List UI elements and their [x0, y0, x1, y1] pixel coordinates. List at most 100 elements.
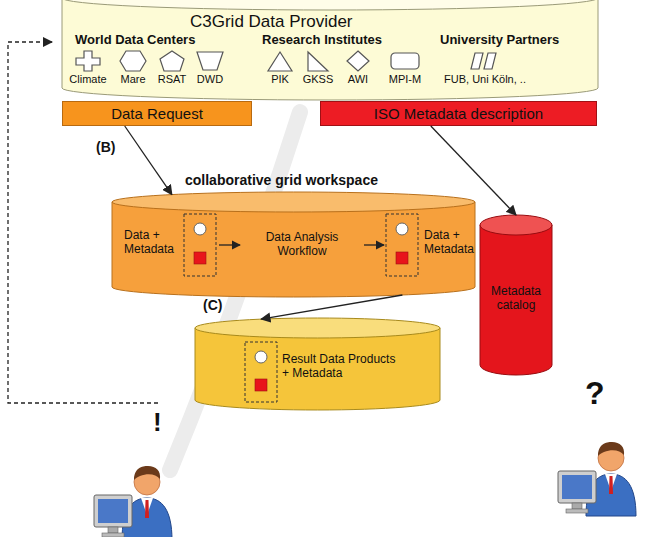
text-holder: RSAT [150, 73, 194, 86]
symbol-outline [76, 51, 100, 71]
cylinder-body [62, 0, 598, 100]
question-mark: ? [585, 376, 605, 411]
node-text: ISO Metadata description [374, 105, 543, 123]
workspace-cylinder: collaborative grid workspaceData + Metad… [112, 192, 475, 297]
text-holder: collaborative grid workspace [185, 172, 378, 189]
node-text: RSAT [150, 73, 194, 86]
institution-icon: Climate [66, 50, 110, 86]
user-left [94, 466, 172, 537]
institution-icon: PIK [258, 50, 302, 86]
cylinder-body [195, 328, 440, 410]
node-text: Metadata catalog [484, 284, 548, 313]
institution-symbol [157, 50, 187, 72]
cylinder-top [195, 318, 440, 338]
data-bundle [386, 214, 418, 276]
data-provider-cylinder: C3Grid Data ProviderClimateMareRSATDWD PI… [62, 0, 598, 100]
cylinder-top [112, 192, 475, 212]
result-cylinder: Result Data Products + Metadata [195, 318, 440, 410]
institution-symbol [343, 50, 373, 72]
exclamation-mark: ! [153, 408, 162, 437]
data-bundle [184, 214, 216, 276]
text-holder: C3Grid Data Provider [190, 12, 353, 32]
data-flow-arrow [261, 295, 402, 319]
data-flow-arrow [125, 126, 172, 195]
node-text: Data + Metadata [124, 228, 180, 257]
cylinder-top [480, 215, 552, 235]
node-text: DWD [188, 73, 232, 86]
symbol-outline [160, 51, 184, 71]
text-holder: Data + Metadata [424, 228, 476, 257]
data-flow-arrow [431, 126, 516, 215]
group-heading: Research Institutes [262, 33, 382, 47]
node-text: Result Data Products + Metadata [282, 352, 404, 381]
institution-symbol [303, 50, 333, 72]
flow-arrow [219, 244, 240, 245]
institution-icon: MPI-M [383, 50, 427, 86]
callout-letter: (C) [203, 298, 222, 313]
institution-symbol [265, 50, 295, 72]
text-holder: Mare [111, 73, 155, 86]
institution-icon: AWI [336, 50, 380, 86]
label-holder: Research Institutes [262, 33, 382, 47]
text-holder: FUB, Uni Köln, .. [437, 73, 533, 86]
institution-symbol [118, 50, 148, 72]
flow-arrow [364, 244, 384, 245]
institution-symbol [73, 50, 103, 72]
institution-symbol [390, 50, 420, 72]
callout-letter: (B) [96, 140, 115, 155]
symbol-outline [120, 51, 146, 71]
group-heading: World Data Centers [75, 33, 195, 47]
label-holder: University Partners [440, 33, 559, 47]
symbol-outline [391, 53, 419, 69]
label-holder: (B) [96, 140, 115, 155]
node-text: MPI-M [383, 73, 427, 86]
node-text: AWI [336, 73, 380, 86]
text-holder: Data + Metadata [124, 228, 180, 257]
symbol-outline [197, 52, 223, 70]
node-text: Data + Metadata [424, 228, 476, 257]
institution-symbol [470, 50, 500, 72]
node-text: FUB, Uni Köln, .. [437, 73, 533, 86]
institution-icon: DWD [188, 50, 232, 86]
node-text: Climate [66, 73, 110, 86]
text-holder: Metadata catalog [484, 284, 548, 313]
catalog-cylinder: Metadata catalog [480, 215, 552, 375]
text-holder: MPI-M [383, 73, 427, 86]
text-holder: Result Data Products + Metadata [282, 352, 404, 381]
label-holder: (C) [203, 298, 222, 313]
cylinder-body [480, 225, 552, 375]
workspace-title: collaborative grid workspace [185, 172, 378, 189]
text-holder: Climate [66, 73, 110, 86]
text-holder: GKSS [296, 73, 340, 86]
label-holder: ? [585, 376, 605, 411]
node-text: Mare [111, 73, 155, 86]
institution-symbol [195, 50, 225, 72]
node-text: GKSS [296, 73, 340, 86]
symbol-outline [308, 52, 328, 71]
metadata-box: ISO Metadata description [320, 101, 597, 126]
symbol-outline [347, 51, 369, 71]
node-text: C3Grid Data Provider [190, 12, 353, 32]
cylinder-body [112, 202, 475, 297]
text-holder: PIK [258, 73, 302, 86]
node-text: PIK [258, 73, 302, 86]
institution-icon: GKSS [296, 50, 340, 86]
cylinder-top [62, 0, 598, 10]
text-holder: DWD [188, 73, 232, 86]
data-bundle [245, 342, 277, 402]
symbol-outline [471, 53, 496, 69]
request-box: Data Request [62, 101, 252, 126]
symbol-outline [268, 52, 292, 71]
label-holder: World Data Centers [75, 33, 195, 47]
group-heading: University Partners [440, 33, 559, 47]
text-holder: Data Analysis Workflow [242, 230, 362, 259]
text-holder: AWI [336, 73, 380, 86]
label-holder: ! [153, 408, 162, 437]
institution-icon: RSAT [150, 50, 194, 86]
institution-icon: FUB, Uni Köln, .. [437, 50, 533, 86]
node-text: Data Analysis Workflow [242, 230, 362, 259]
node-text: Data Request [111, 105, 203, 123]
institution-icon: Mare [111, 50, 155, 86]
user-right [558, 442, 636, 516]
